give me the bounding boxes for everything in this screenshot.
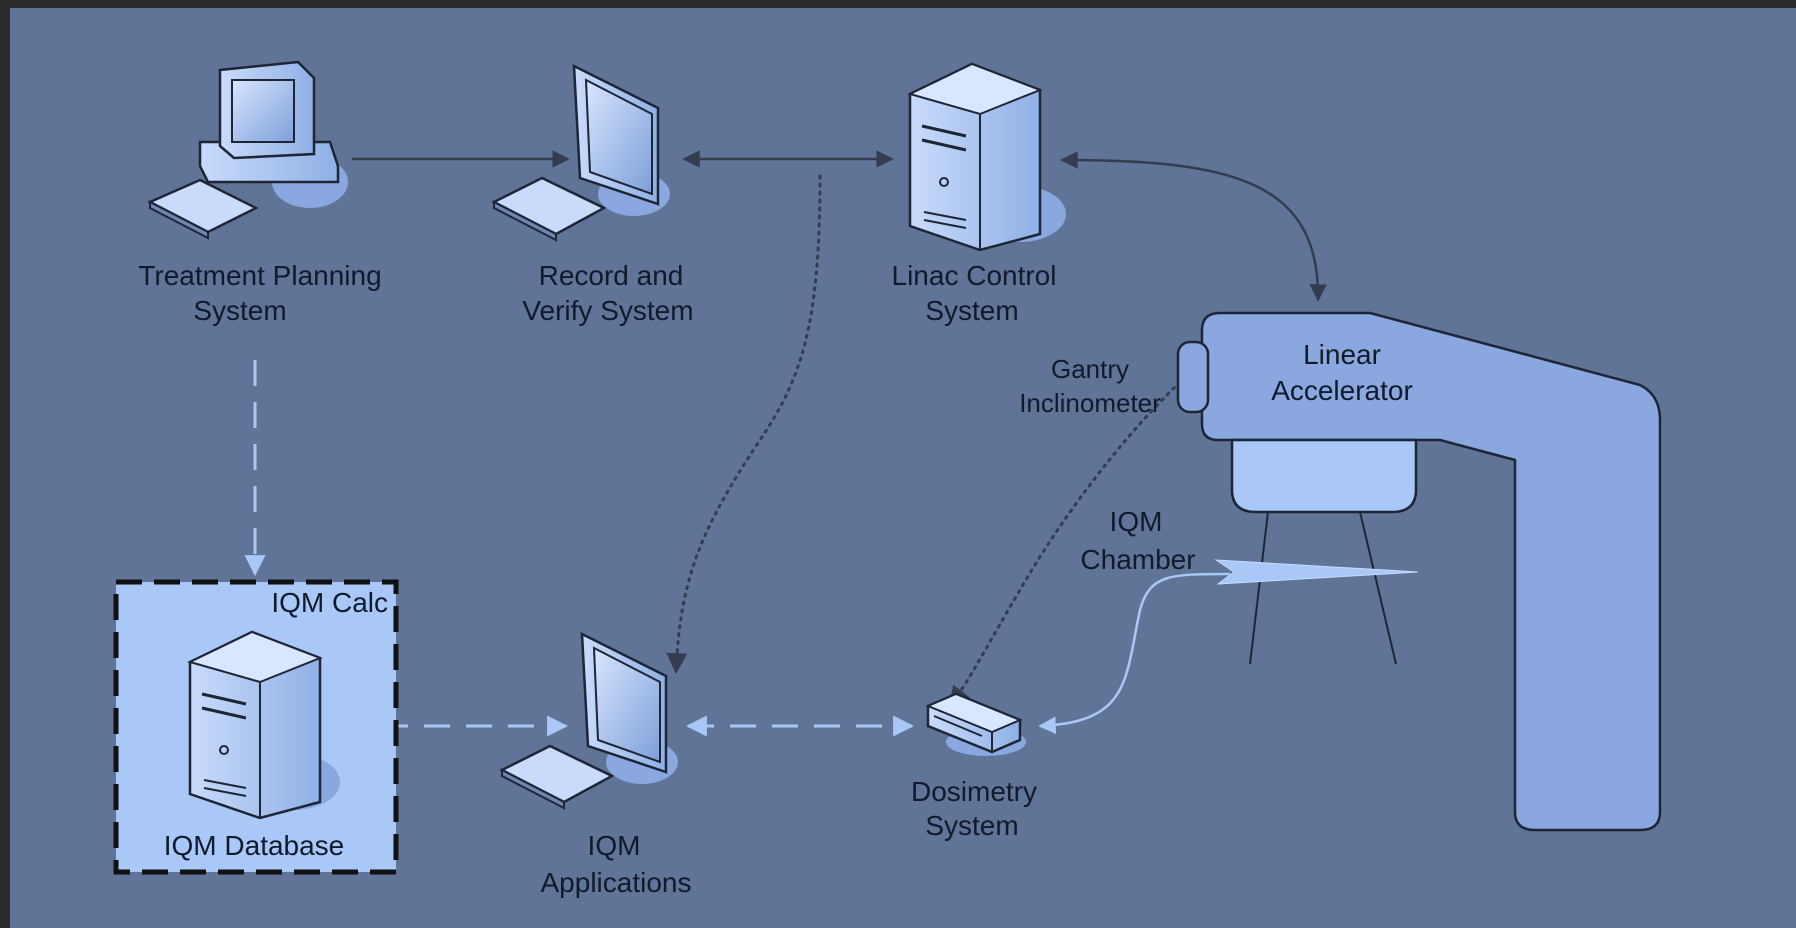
rvs-to-iqm-apps-dotted-arrow [666,174,822,675]
linac-control-linac-arrow [1060,151,1327,302]
iqm-apps-label-line2: Applications [541,867,692,898]
iqm-chamber-device [1214,559,1419,585]
tps-label-line2: System [193,295,286,326]
dosimetry-label-line2: System [925,810,1018,841]
tps-label-line1: Treatment Planning [138,260,381,291]
linac-control-label-line2: System [925,295,1018,326]
chamber-cable-arrow [1038,572,1231,735]
gantry-label-line2: Inclinometer [1019,388,1161,418]
rvs-label-line1: Record and [539,260,684,291]
stand-leg-right [1359,511,1397,665]
iqm-database-label: IQM Database [164,830,345,861]
dosimetry-label-line1: Dosimetry [911,776,1037,807]
chamber-label-line2: Chamber [1080,544,1195,575]
gantry-inclinometer-device [1176,340,1210,414]
stand-leg-left [1249,511,1269,665]
tower-server-icon [907,62,1066,252]
iqm-apps-monitor-keyboard-icon [499,631,678,810]
database-server-icon [187,630,340,820]
monitor-keyboard-icon [491,63,670,242]
inclinometer-to-dosimetry-dotted-arrow [948,380,1182,708]
collimator-head [1230,438,1418,514]
iqm-calc-title: IQM Calc [271,587,388,618]
linear-accelerator [1176,311,1662,832]
iqm-apps-label-line1: IQM [588,830,641,861]
dosimetry-device-icon [925,692,1026,756]
linac-label-line2: Accelerator [1271,375,1413,406]
gantry-label-line1: Gantry [1051,354,1129,384]
rvs-label-line2: Verify System [522,295,693,326]
linac-control-label-line1: Linac Control [892,260,1057,291]
chamber-label-line1: IQM [1110,506,1163,537]
desktop-computer-icon [147,60,348,240]
linac-label-line1: Linear [1303,339,1381,370]
